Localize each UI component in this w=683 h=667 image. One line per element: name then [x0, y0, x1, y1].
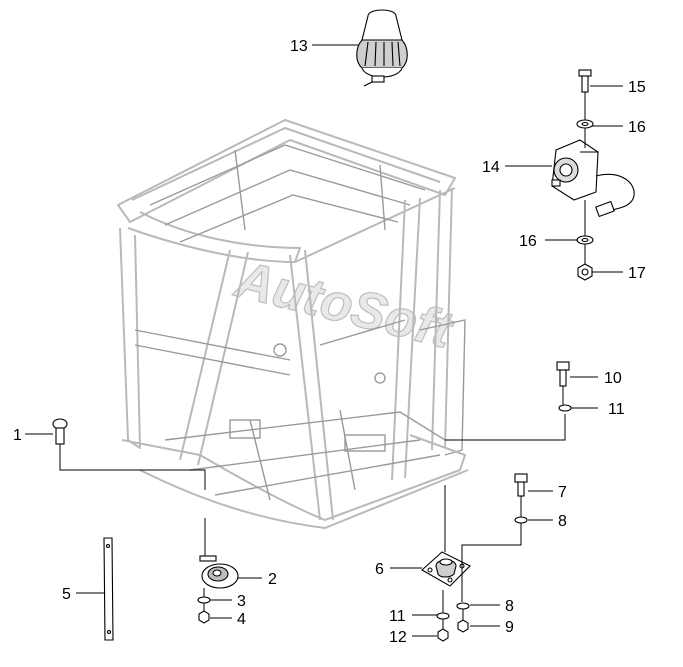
callout-12: 12	[389, 629, 407, 646]
callout-leaders	[25, 44, 623, 637]
washer-11-lower	[436, 612, 450, 620]
nut-4	[198, 610, 210, 624]
watermark-text: AutoSoft	[228, 250, 460, 361]
callout-7: 7	[558, 484, 567, 501]
nut-12	[437, 628, 449, 642]
washer-16-top	[576, 119, 594, 129]
callout-9: 9	[505, 619, 514, 636]
callout-13: 13	[290, 38, 308, 55]
callout-15: 15	[628, 79, 646, 96]
callout-11-upper: 11	[608, 401, 625, 418]
callout-17: 17	[628, 265, 646, 282]
callout-1: 1	[13, 427, 22, 444]
beacon-lamp-part	[356, 9, 408, 87]
callout-8-upper: 8	[558, 513, 567, 530]
mount-plate-part	[421, 551, 471, 587]
horn-part	[199, 555, 239, 589]
callout-3: 3	[237, 593, 246, 610]
washer-11-upper	[558, 404, 572, 412]
callout-6: 6	[375, 561, 384, 578]
callout-16-bottom: 16	[519, 233, 537, 250]
reverse-alarm-part	[551, 139, 635, 218]
washer-8-lower	[456, 602, 470, 610]
callout-5: 5	[62, 586, 71, 603]
callout-4: 4	[237, 611, 246, 628]
bolt-10	[556, 361, 570, 387]
callout-8-lower: 8	[505, 598, 514, 615]
nut-17	[577, 263, 593, 281]
bolt-15	[578, 69, 592, 93]
washer-8-upper	[514, 516, 528, 524]
strap-part	[103, 537, 114, 641]
washer-3	[197, 596, 211, 604]
washer-16-bottom	[576, 235, 594, 245]
callout-2: 2	[268, 571, 277, 588]
callout-16-top: 16	[628, 119, 646, 136]
callout-10: 10	[604, 370, 622, 387]
bolt-1	[52, 418, 68, 445]
callout-14: 14	[482, 159, 500, 176]
callout-11-lower: 11	[389, 608, 406, 625]
cab-frame	[117, 119, 469, 529]
nut-9	[457, 619, 469, 633]
bolt-7	[514, 473, 528, 497]
